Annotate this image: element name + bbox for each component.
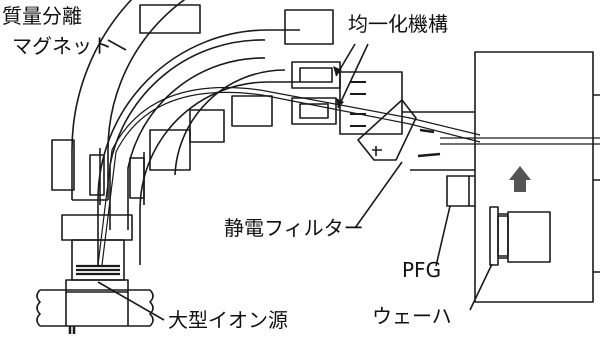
homogenizer-slits: [350, 81, 366, 127]
leader-magnet: [107, 39, 127, 51]
tube-wall-b: [127, 57, 266, 230]
process-chamber: [474, 51, 600, 303]
flange-guides: [99, 148, 145, 205]
wafer: [489, 206, 499, 266]
ion-beam: [97, 86, 481, 266]
homogenizer-upper-core: [299, 67, 333, 83]
leader-filter: [354, 161, 403, 229]
wafer-platen: [489, 206, 551, 266]
leader-wafer: [469, 263, 493, 311]
extraction-electrodes: [76, 264, 120, 276]
tube-inner: [139, 81, 300, 265]
magnet-label-line1: 質量分離: [2, 4, 82, 28]
filter-label: 静電フィルター: [224, 216, 364, 240]
vertical-flanges: [89, 148, 145, 205]
tube-wall-a: [109, 39, 266, 230]
magnet-coil-right: [284, 9, 334, 45]
pole-block-b: [189, 109, 225, 143]
homogenizer-mechanism: [291, 61, 403, 135]
filter-housing: [357, 99, 417, 161]
pfg-unit: [446, 175, 470, 207]
ion-beam-edge: [101, 91, 481, 266]
source-lower-flange: [65, 279, 129, 293]
chamber-wall: [474, 51, 594, 303]
pole-block-c: [231, 95, 273, 127]
platen-edges: [498, 213, 508, 259]
transport-tube: [402, 111, 475, 171]
inner-curve: [174, 69, 286, 176]
mass-separation-magnet: [51, 0, 334, 201]
source-housing: [40, 289, 150, 327]
platen-body: [507, 211, 551, 263]
ion-source-label: 大型イオン源: [168, 308, 288, 332]
feedthrough-pin: [68, 326, 76, 334]
homogenizer-label: 均一化機構: [348, 12, 448, 36]
homogenizer-lower: [291, 97, 337, 125]
leader-source: [97, 281, 165, 321]
source-upper-flange: [61, 214, 133, 241]
electrostatic-filter: [357, 99, 441, 161]
up-arrow-icon: [509, 166, 531, 192]
pfg-mount: [469, 175, 475, 207]
magnet-inner-arc: [107, 0, 186, 200]
flange-left: [89, 154, 105, 196]
large-ion-source: [36, 214, 154, 334]
magnet-label-line2: マグネット: [12, 34, 112, 58]
beam-line-straight: [440, 137, 600, 145]
wafer-label: ウェーハ: [372, 304, 452, 328]
homogenizer-housing: [339, 71, 403, 135]
magnet-coil-left: [51, 139, 75, 191]
arrowhead-homogenizer-b: [336, 98, 344, 108]
bellows-right: [149, 289, 154, 327]
magnet-outer-arc: [71, 0, 133, 200]
filter-electrodes: [417, 128, 441, 158]
magnet-coil-top: [139, 4, 201, 34]
leader-pfg: [435, 205, 451, 267]
bellows-left: [36, 289, 41, 327]
inner-pole-pieces: [149, 69, 286, 176]
homogenizer-lower-core: [299, 103, 329, 119]
platen-plate: [497, 215, 509, 257]
arrowhead-homogenizer-a: [333, 66, 342, 76]
pfg-label: PFG: [402, 258, 442, 282]
pole-block-a: [149, 129, 191, 171]
chamber-ports: [593, 94, 600, 273]
filter-feedthrough: [372, 146, 382, 156]
